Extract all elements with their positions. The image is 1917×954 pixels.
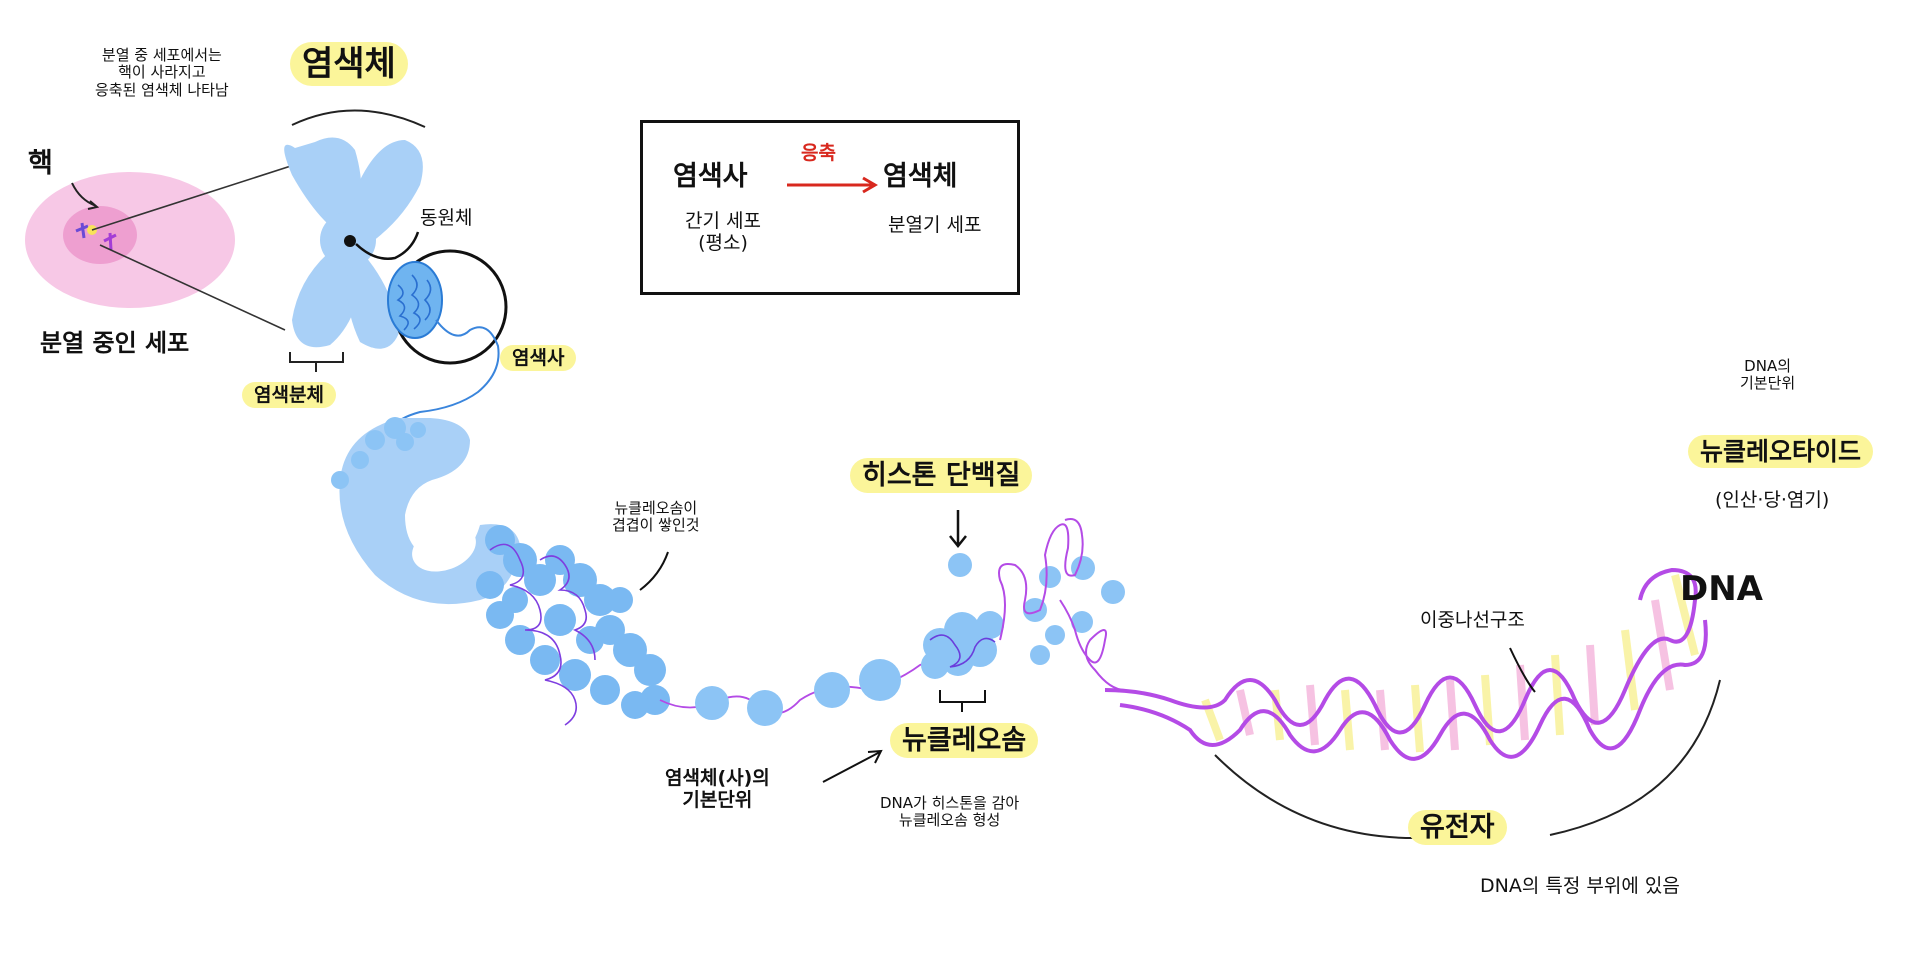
nucleosome-note-line-1: DNA가 히스톤을 감아 xyxy=(880,794,1020,812)
x-chromosome xyxy=(284,137,423,349)
solenoid-note: 뉴클레오솜이 겹겹이 쌓인것 xyxy=(612,499,700,535)
basic-unit-arrow xyxy=(822,749,883,783)
nucleosome-note-line-2: 뉴클레오솜 형성 xyxy=(898,811,1001,830)
gene-note: DNA의 특정 부위에 있음 xyxy=(1480,875,1680,897)
chromatin-loop xyxy=(331,417,520,605)
solenoid-note-line-1: 뉴클레오솜이 xyxy=(614,499,698,517)
nucleotide-pre-line-2: 기본단위 xyxy=(1740,374,1796,393)
centromere-label: 동원체 xyxy=(420,207,473,229)
zoom-line-top xyxy=(91,154,326,231)
dividing-note-line-3: 응축된 염색체 나타남 xyxy=(95,80,229,99)
chromatid-bracket xyxy=(289,352,344,372)
gene-label: 유전자 xyxy=(1408,810,1507,845)
dividing-cell xyxy=(25,172,235,308)
legend-arrow-label: 응축 xyxy=(801,142,836,164)
nucleosome-bracket xyxy=(939,690,986,712)
legend-red-arrow xyxy=(787,176,878,194)
dna-label: DNA xyxy=(1680,569,1763,609)
centromere-pointer xyxy=(355,231,420,260)
chromatin-label: 염색사 xyxy=(500,345,577,371)
legend-right-sub: 분열기 세포 xyxy=(888,214,982,236)
dividing-note-line-1: 분열 중 세포에서는 xyxy=(101,46,222,64)
solenoid-pointer xyxy=(639,551,669,591)
basic-unit-label: 염색체(사)의 기본단위 xyxy=(665,767,770,812)
solenoid-coils xyxy=(476,525,670,719)
histone-blobs xyxy=(948,553,1125,665)
dividing-note: 분열 중 세포에서는 핵이 사라지고 응축된 염색체 나타남 xyxy=(95,46,229,99)
solenoid-dna-scribble xyxy=(489,543,596,726)
solenoid-note-line-2: 겹겹이 쌓인것 xyxy=(612,516,700,535)
gene-arc-right xyxy=(1549,679,1721,836)
histone-arrow xyxy=(949,510,967,549)
chromosome-mark-blue xyxy=(75,222,89,239)
histone-protein-label: 히스톤 단백질 xyxy=(850,458,1033,493)
basic-unit-line-2: 기본단위 xyxy=(682,788,753,811)
gene-arc xyxy=(1214,754,1421,840)
chromosome-arc xyxy=(291,109,426,128)
condensation-legend: 염색사 간기 세포 (평소) 응축 염색체 분열기 세포 xyxy=(640,120,1020,295)
nucleotide-pre: DNA의 기본단위 xyxy=(1740,357,1796,393)
nucleosome-label: 뉴클레오솜 xyxy=(890,723,1039,758)
dividing-cell-label: 분열 중인 세포 xyxy=(40,329,190,357)
legend-right-term: 염색체 xyxy=(883,161,958,192)
legend-left-sub: 간기 세포 (평소) xyxy=(685,210,761,255)
nucleotide-pre-line-1: DNA의 xyxy=(1744,357,1792,375)
basic-unit-line-1: 염색체(사)의 xyxy=(665,767,770,789)
nucleosome-beads xyxy=(695,659,901,726)
double-helix-pointer xyxy=(1509,647,1536,693)
nucleosome-cluster xyxy=(921,611,1004,679)
chromosome-mark-purple xyxy=(103,232,117,251)
unwinding-dna xyxy=(998,518,1126,691)
nucleotide-label: 뉴클레오타이드 xyxy=(1688,435,1874,468)
chromosome-title: 염색체 xyxy=(290,42,408,86)
nucleus-label: 핵 xyxy=(28,148,53,179)
centromere-dot xyxy=(344,235,356,247)
nucleotide-parts: (인산·당·염기) xyxy=(1715,489,1830,511)
legend-left-sub-line-1: 간기 세포 xyxy=(685,210,761,232)
dna-double-helix xyxy=(1104,567,1708,761)
dividing-note-line-2: 핵이 사라지고 xyxy=(118,63,206,82)
chromatin-thread-out xyxy=(391,319,500,429)
double-helix-label: 이중나선구조 xyxy=(1420,609,1525,631)
legend-left-sub-line-2: (평소) xyxy=(698,231,748,254)
nucleosome-note: DNA가 히스톤을 감아 뉴클레오솜 형성 xyxy=(880,794,1020,830)
zoom-line-bottom xyxy=(99,244,286,331)
legend-left-term: 염색사 xyxy=(673,161,748,192)
chromatid-label: 염색분체 xyxy=(242,382,336,408)
